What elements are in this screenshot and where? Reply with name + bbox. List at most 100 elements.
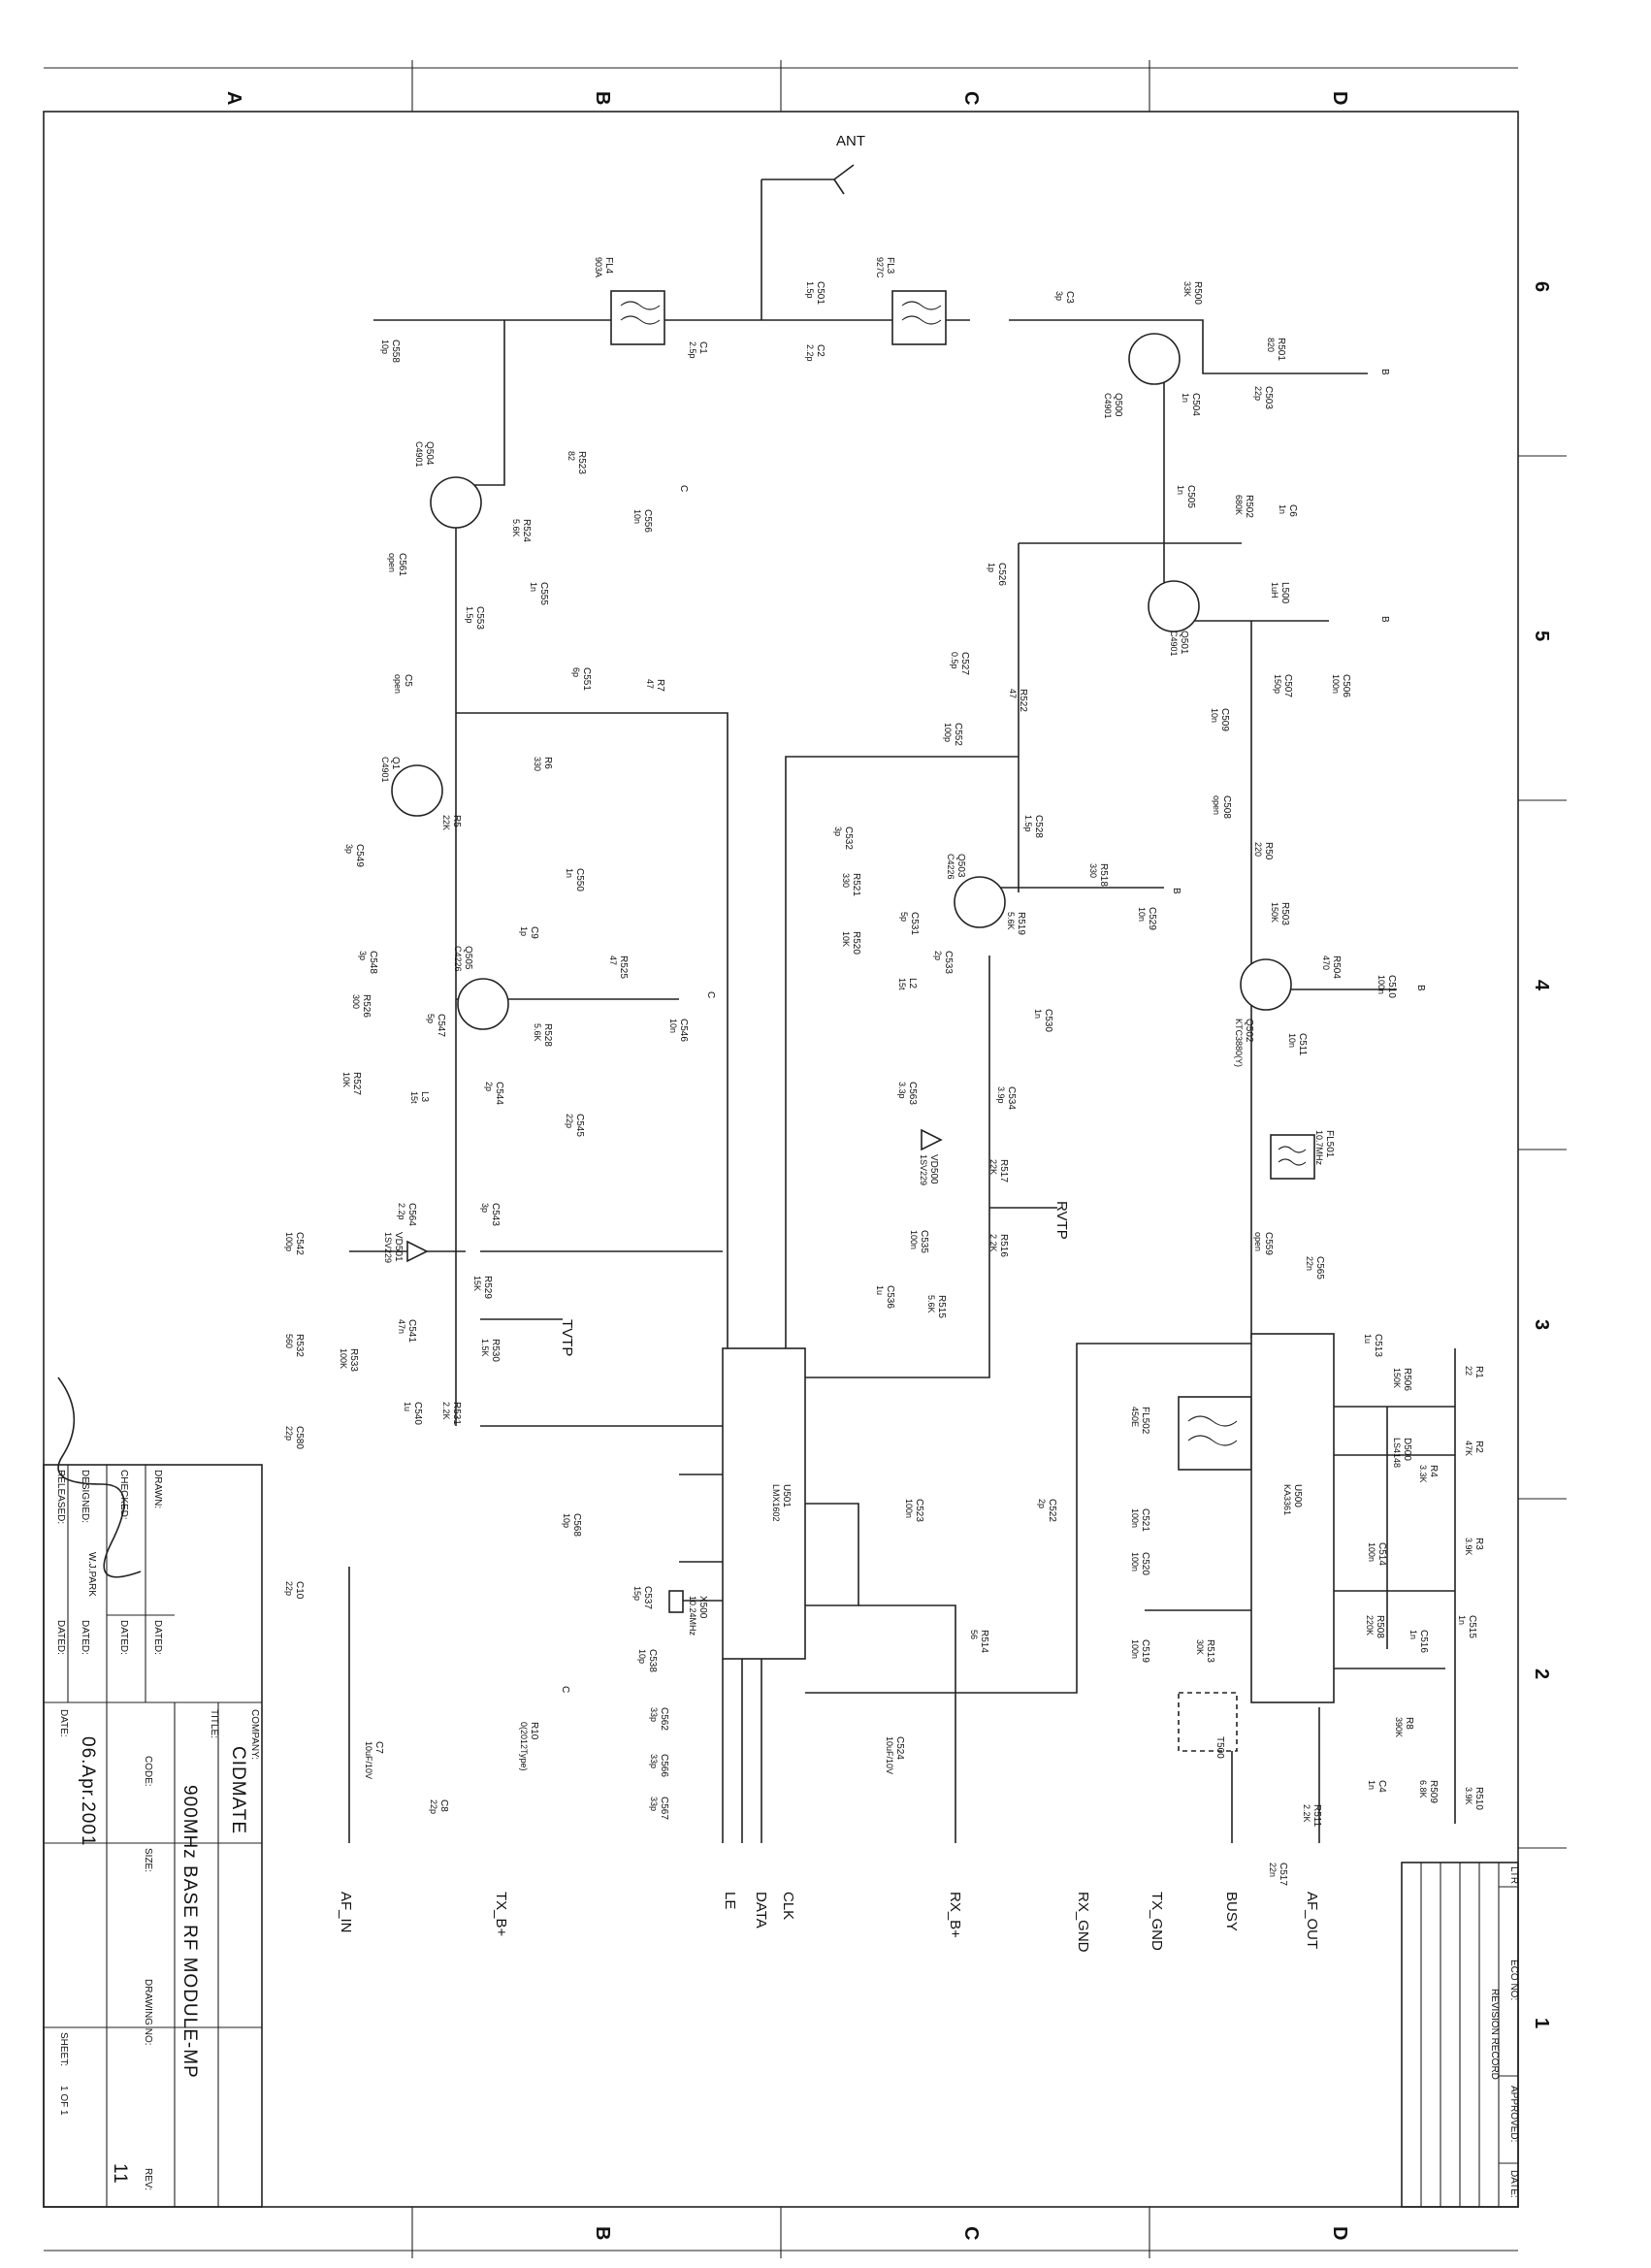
net-tvtp: TVTP bbox=[559, 1319, 575, 1356]
component-ref: C526 bbox=[996, 563, 1007, 586]
component-ref: C547 bbox=[436, 1014, 446, 1037]
component-ref: C529 bbox=[1147, 907, 1157, 930]
component-value: 1.5p bbox=[1023, 815, 1033, 832]
component-value: 22 bbox=[1464, 1366, 1473, 1376]
component-value: 22K bbox=[988, 1159, 998, 1175]
component-ref: C514 bbox=[1376, 1542, 1387, 1566]
component-value: 0.5p bbox=[950, 652, 959, 669]
io-signal-tx-gnd: TX_GND bbox=[1149, 1892, 1165, 1951]
net-rvtp: RVTP bbox=[1053, 1201, 1070, 1240]
component-ref: X500 bbox=[697, 1596, 708, 1619]
component-value: 2.2p bbox=[805, 344, 815, 362]
component-ref: C580 bbox=[294, 1426, 305, 1449]
component-value: 1u bbox=[403, 1402, 412, 1411]
component-c1: C12.5p bbox=[688, 341, 708, 359]
component-value: 150K bbox=[1270, 902, 1279, 923]
component-ref: C516 bbox=[1418, 1630, 1429, 1653]
component-ref: C538 bbox=[647, 1649, 658, 1672]
component-value: 5.6K bbox=[926, 1295, 936, 1313]
component-value: 820 bbox=[1266, 338, 1276, 352]
tb-designed-label: DESIGNED: bbox=[80, 1470, 90, 1523]
component-value: 10n bbox=[1137, 907, 1147, 922]
component-value: 10.24MHz bbox=[688, 1596, 697, 1636]
port-c-3: C bbox=[560, 1686, 570, 1693]
component-ref: C1 bbox=[697, 341, 708, 354]
component-value: 1p bbox=[987, 563, 996, 572]
component-ref: C558 bbox=[390, 340, 401, 363]
component-ref: C10 bbox=[294, 1581, 305, 1600]
revision-title: REVISION RECORD bbox=[1489, 1989, 1500, 2080]
zone-letter-d: D bbox=[1329, 91, 1350, 105]
tb-code-label: CODE: bbox=[143, 1756, 153, 1787]
component-value: 100n bbox=[904, 1499, 914, 1518]
component-ref: Q504 bbox=[424, 441, 435, 466]
component-value: 330 bbox=[533, 757, 542, 771]
component-value: open bbox=[393, 674, 403, 694]
component-value: 15K bbox=[472, 1276, 482, 1291]
component-ref: Q500 bbox=[1113, 393, 1123, 417]
component-ref: FL502 bbox=[1140, 1407, 1150, 1435]
io-signal-busy: BUSY bbox=[1223, 1892, 1240, 1931]
revision-header-eco: ECO NO: bbox=[1508, 1960, 1519, 2000]
component-ref: T500 bbox=[1214, 1736, 1225, 1759]
io-signal-rx-gnd: RX_GND bbox=[1075, 1892, 1091, 1953]
component-value: 2.2K bbox=[1302, 1804, 1311, 1823]
zone-letter-c: C bbox=[960, 91, 982, 105]
component-value: 330 bbox=[841, 873, 851, 888]
component-ref: R517 bbox=[998, 1159, 1009, 1183]
component-value: 1SV229 bbox=[919, 1154, 928, 1185]
component-ref: R50 bbox=[1263, 842, 1274, 860]
component-ref: C517 bbox=[1278, 1863, 1288, 1886]
component-ref: R520 bbox=[851, 931, 861, 955]
component-value: C4226 bbox=[946, 854, 955, 880]
component-ref: C545 bbox=[574, 1114, 585, 1137]
component-ref: R10 bbox=[529, 1722, 539, 1740]
component-ref: R533 bbox=[348, 1348, 359, 1372]
component-value: 22p bbox=[565, 1114, 574, 1128]
component-value: 10n bbox=[668, 1019, 678, 1033]
component-value: 10p bbox=[637, 1649, 647, 1664]
io-signal-le: LE bbox=[722, 1892, 738, 1909]
component-value: 100K bbox=[339, 1348, 348, 1369]
component-value: LS4148 bbox=[1392, 1438, 1402, 1468]
component-ref: R513 bbox=[1205, 1639, 1215, 1663]
component-ref: C515 bbox=[1467, 1615, 1477, 1638]
component-value: 100n bbox=[1376, 975, 1386, 994]
tb-company-label: COMPANY: bbox=[249, 1709, 260, 1760]
component-value: 30K bbox=[1195, 1639, 1205, 1655]
component-ref: FL501 bbox=[1324, 1130, 1335, 1158]
symbols bbox=[391, 290, 1335, 1752]
port-b-1: B bbox=[1379, 369, 1390, 375]
component-ref: R5 bbox=[451, 815, 462, 827]
component-r3: R33.9K bbox=[1464, 1538, 1484, 1556]
component-ref: C535 bbox=[919, 1230, 929, 1253]
component-value: 150K bbox=[1392, 1368, 1402, 1388]
component-ref: C546 bbox=[678, 1019, 689, 1042]
component-value: 300 bbox=[351, 994, 361, 1009]
tb-dated-label-3: DATED: bbox=[118, 1620, 129, 1655]
component-value: 2p bbox=[933, 951, 943, 960]
io-signal-clk: CLK bbox=[780, 1892, 796, 1920]
